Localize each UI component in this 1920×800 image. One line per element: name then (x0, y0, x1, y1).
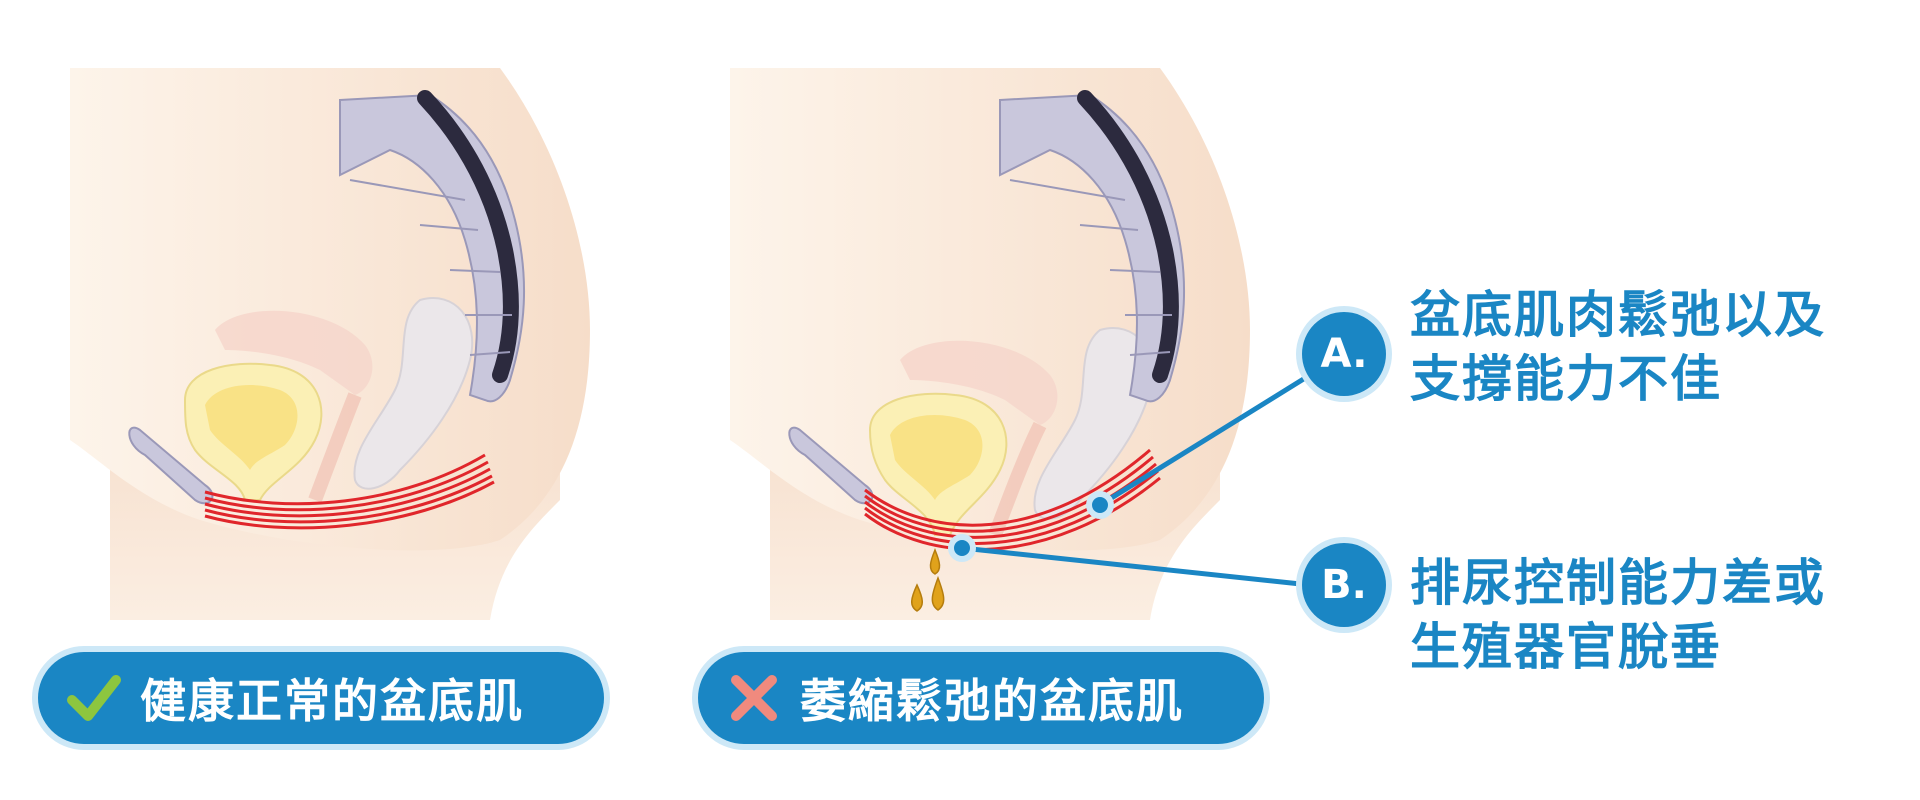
vertebra-lines (1009, 179, 1172, 356)
callout-text-a: 盆底肌肉鬆弛以及 支撐能力不佳 (1410, 283, 1826, 411)
healthy-pelvic-floor-muscle (204, 453, 495, 530)
urine-drops (911, 548, 945, 612)
bladder-inner (890, 415, 983, 500)
uterus (215, 310, 373, 395)
sacral-canal (417, 90, 520, 383)
leader-line-a (1098, 372, 1312, 508)
leader-line-b (961, 545, 1311, 588)
uterus (900, 340, 1058, 425)
callout-text-b: 排尿控制能力差或 生殖器官脫垂 (1410, 551, 1826, 679)
pubic-bone (788, 426, 874, 505)
check-icon (67, 675, 121, 721)
rectum (353, 297, 474, 490)
bladder-inner (205, 385, 298, 470)
healthy-pelvis-figure (70, 68, 590, 620)
callout-b-line-1: 排尿控制能力差或 (1410, 554, 1826, 612)
sacral-canal (1077, 90, 1180, 383)
callout-b-line-2: 生殖器官脫垂 (1410, 618, 1722, 676)
callout-a-line-1: 盆底肌肉鬆弛以及 (1410, 286, 1826, 344)
vertebra-lines (349, 179, 512, 356)
weak-panel-label: 萎縮鬆弛的盆底肌 (698, 652, 1264, 744)
weak-pelvis-figure (730, 68, 1250, 620)
healthy-panel-text: 健康正常的盆底肌 (140, 674, 524, 728)
cross-icon (731, 675, 777, 721)
weak-panel-text: 萎縮鬆弛的盆底肌 (800, 674, 1184, 728)
callout-leader-lines (948, 372, 1312, 588)
pointer-dot-b (948, 534, 976, 562)
callout-badge-a: A. (1302, 312, 1386, 396)
pointer-dot-a (1086, 491, 1114, 519)
healthy-panel-label: 健康正常的盆底肌 (38, 652, 604, 744)
callout-a-line-2: 支撐能力不佳 (1410, 350, 1722, 408)
callout-badge-b: B. (1302, 543, 1386, 627)
vagina-canal (308, 392, 362, 503)
